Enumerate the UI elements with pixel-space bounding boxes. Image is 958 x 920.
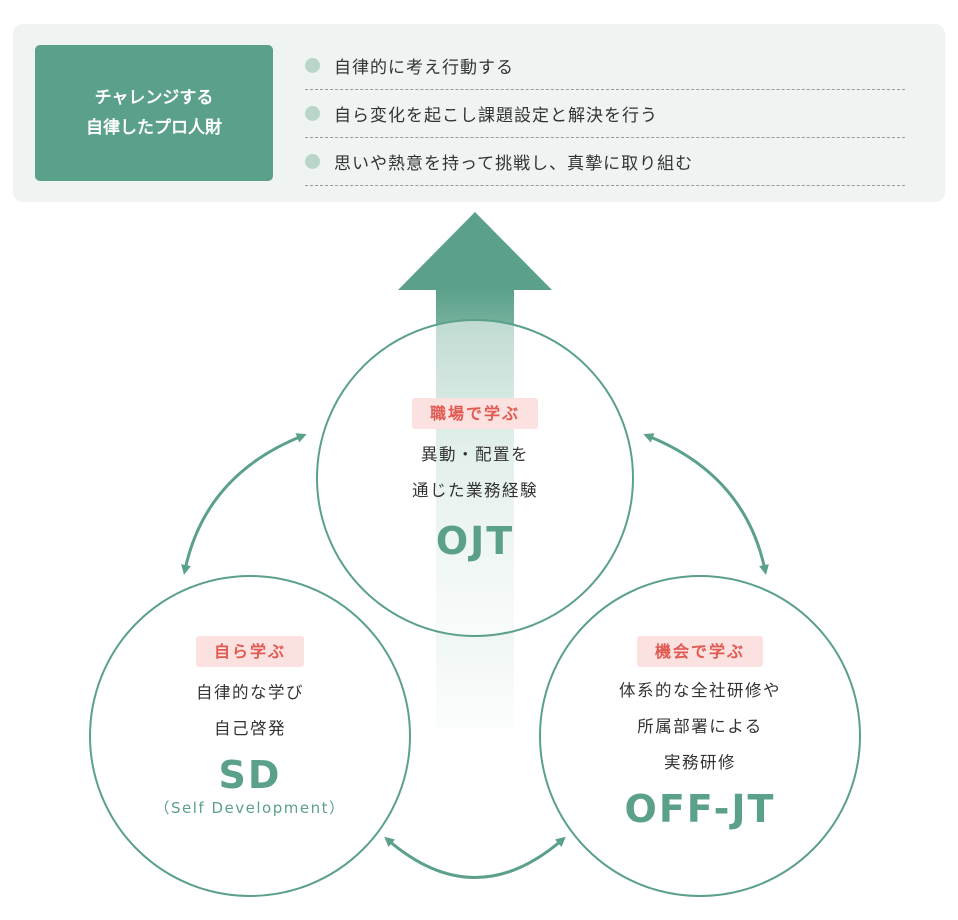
sd-tag: 自ら学ぶ xyxy=(195,636,304,667)
offjt-acronym: OFF-JT xyxy=(624,787,776,831)
ojt-tag: 職場で学ぶ xyxy=(411,398,538,429)
offjt-circle xyxy=(539,575,861,897)
offjt-desc-line3: 実務研修 xyxy=(664,753,736,772)
ojt-circle xyxy=(316,319,634,637)
ojt-description: 異動・配置を 通じた業務経験 xyxy=(335,437,615,509)
goal-item-text: 自律的に考え行動する xyxy=(334,58,514,78)
cycle-arrow-bottom-icon xyxy=(384,836,566,879)
goal-item-text: 思いや熱意を持って挑戦し、真摯に取り組む xyxy=(334,154,694,174)
sd-description: 自律的な学び 自己啓発 xyxy=(110,675,390,747)
offjt-description: 体系的な全社研修や 所属部署による 実務研修 xyxy=(560,673,840,781)
offjt-tag: 機会で学ぶ xyxy=(636,636,763,667)
goal-item: 自律的に考え行動する xyxy=(305,42,905,90)
sd-acronym: SD xyxy=(218,753,282,797)
goal-badge: チャレンジする 自律したプロ人財 xyxy=(35,45,273,181)
sd-desc-line1: 自律的な学び xyxy=(196,683,304,702)
goal-badge-line1: チャレンジする xyxy=(94,88,214,108)
sd-desc-line2: 自己啓発 xyxy=(214,719,286,738)
goal-item: 自ら変化を起こし課題設定と解決を行う xyxy=(305,90,905,138)
goal-list: 自律的に考え行動する 自ら変化を起こし課題設定と解決を行う 思いや熱意を持って挑… xyxy=(305,42,905,186)
offjt-desc-line2: 所属部署による xyxy=(637,717,763,736)
bullet-dot-icon xyxy=(305,154,320,169)
cycle-arrow-left-icon xyxy=(181,433,307,575)
goal-panel: チャレンジする 自律したプロ人財 自律的に考え行動する 自ら変化を起こし課題設定… xyxy=(13,24,945,202)
cycle-arrow-right-icon xyxy=(643,433,769,575)
sd-circle xyxy=(89,575,411,897)
sd-subtitle: （Self Development） xyxy=(154,799,346,817)
ojt-desc-line2: 通じた業務経験 xyxy=(412,481,538,500)
ojt-desc-line1: 異動・配置を xyxy=(421,445,529,464)
goal-item: 思いや熱意を持って挑戦し、真摯に取り組む xyxy=(305,138,905,186)
ojt-content: 職場で学ぶ 異動・配置を 通じた業務経験 OJT xyxy=(335,398,615,563)
bullet-dot-icon xyxy=(305,58,320,73)
offjt-content: 機会で学ぶ 体系的な全社研修や 所属部署による 実務研修 OFF-JT xyxy=(560,636,840,831)
sd-content: 自ら学ぶ 自律的な学び 自己啓発 SD （Self Development） xyxy=(110,636,390,818)
bullet-dot-icon xyxy=(305,106,320,121)
goal-item-text: 自ら変化を起こし課題設定と解決を行う xyxy=(334,106,658,126)
goal-badge-line2: 自律したプロ人財 xyxy=(86,118,222,138)
ojt-acronym: OJT xyxy=(435,519,515,563)
offjt-desc-line1: 体系的な全社研修や xyxy=(619,681,781,700)
